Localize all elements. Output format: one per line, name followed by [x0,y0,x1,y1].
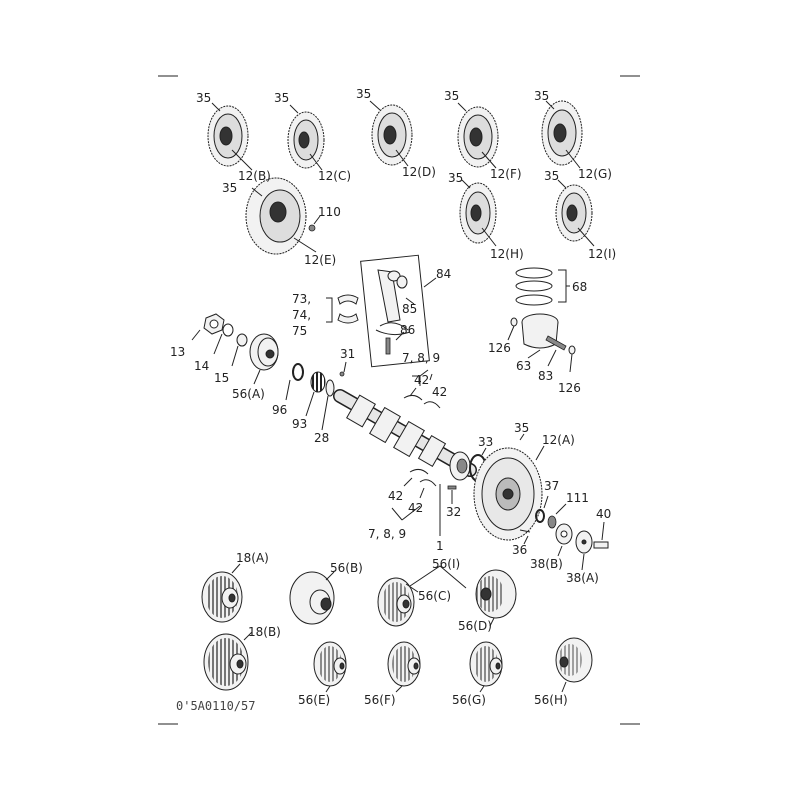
callout-73: 73, [292,292,311,306]
callout-35-h: 35 [544,169,559,183]
callout-63: 63 [516,359,531,373]
callout-56e: 56(E) [298,693,330,707]
callout-35-b: 35 [274,91,289,105]
pulley-56e [313,641,347,693]
callout-18b: 18(B) [248,625,281,639]
callout-38b: 38(B) [530,557,563,571]
callout-12b: 12(B) [238,169,271,183]
callout-7-8-9-upper: 7, 8, 9 [402,351,440,365]
callout-33: 33 [478,435,493,449]
callout-35-g: 35 [448,171,463,185]
callout-40: 40 [596,507,611,521]
callout-35-d: 35 [444,89,459,103]
callout-56h: 56(H) [534,693,568,707]
callout-126-b: 126 [558,381,581,395]
callout-56d: 56(D) [458,619,492,633]
callout-93: 93 [292,417,307,431]
callout-74: 74, [292,308,311,322]
callout-12f: 12(F) [490,167,522,181]
callout-85: 85 [402,302,417,316]
main-bearings-lower [391,468,437,521]
bearing-shells-73-75 [326,294,359,324]
callout-96: 96 [272,403,287,417]
callout-35-i: 35 [514,421,529,435]
callout-126-a: 126 [488,341,511,355]
callout-labels: 35 12(B) 35 12(C) 35 12(D) 35 12(F) 35 1… [170,87,616,713]
callout-56a: 56(A) [232,387,265,401]
callout-110: 110 [318,205,341,219]
callout-38a: 38(A) [566,571,599,585]
callout-28: 28 [314,431,329,445]
pilot-bearing-group [519,495,609,571]
callout-111: 111 [566,491,589,505]
callout-35-c: 35 [356,87,371,101]
pulley-18b [203,631,253,691]
document-code: 0'5A0110/57 [176,699,255,713]
callout-12a: 12(A) [542,433,575,447]
callout-12e: 12(E) [304,253,336,267]
flywheel-12a [473,433,545,541]
callout-32: 32 [446,505,461,519]
callout-1: 1 [436,539,444,553]
flywheel-12c [287,104,325,171]
callout-13: 13 [170,345,185,359]
callout-35-f: 35 [222,181,237,195]
callout-12i: 12(I) [588,247,616,261]
callout-86: 86 [400,323,415,337]
callout-14: 14 [194,359,209,373]
callout-84: 84 [436,267,451,281]
pulley-56b [289,571,335,625]
flywheel-12e [245,177,321,255]
pulley-56c [377,565,467,627]
callout-31: 31 [340,347,355,361]
callout-42-lower-a: 42 [388,489,403,503]
callout-56b: 56(B) [330,561,363,575]
callout-36: 36 [512,543,527,557]
front-pulley-group [191,313,279,385]
pulley-18a [201,563,243,623]
callout-35-a: 35 [196,91,211,105]
callout-83: 83 [538,369,553,383]
flywheel-12f [457,102,499,169]
piston-group [507,267,576,373]
flywheel-12g [541,100,583,169]
crop-marks [158,75,640,725]
pulley-56f [387,641,421,693]
callout-75: 75 [292,324,307,338]
callout-56f: 56(F) [364,693,396,707]
connecting-rod-group [360,254,437,368]
callout-12d: 12(D) [402,165,436,179]
pulley-56h [555,637,593,693]
callout-42-lower-b: 42 [408,501,423,515]
callout-18a: 18(A) [236,551,269,565]
main-bearings-upper [403,369,441,409]
callout-68: 68 [572,280,587,294]
flywheel-12i [555,179,595,247]
pulley-56d [475,569,517,627]
callout-35-e: 35 [534,89,549,103]
flywheel-12d [369,100,413,167]
callout-56i: 56(I) [432,557,460,571]
callout-42-upper-b: 42 [432,385,447,399]
callout-12g: 12(G) [578,167,612,181]
flywheel-12b [207,102,253,171]
callout-56c: 56(C) [418,589,451,603]
callout-15: 15 [214,371,229,385]
callout-37: 37 [544,479,559,493]
crankshaft [285,361,477,481]
callout-12c: 12(C) [318,169,351,183]
callout-12h: 12(H) [490,247,524,261]
flywheel-12h [459,179,497,247]
callout-42-upper-a: 42 [414,373,429,387]
callout-56g: 56(G) [452,693,486,707]
pulley-56g [469,641,503,693]
callout-7-8-9-lower: 7, 8, 9 [368,527,406,541]
